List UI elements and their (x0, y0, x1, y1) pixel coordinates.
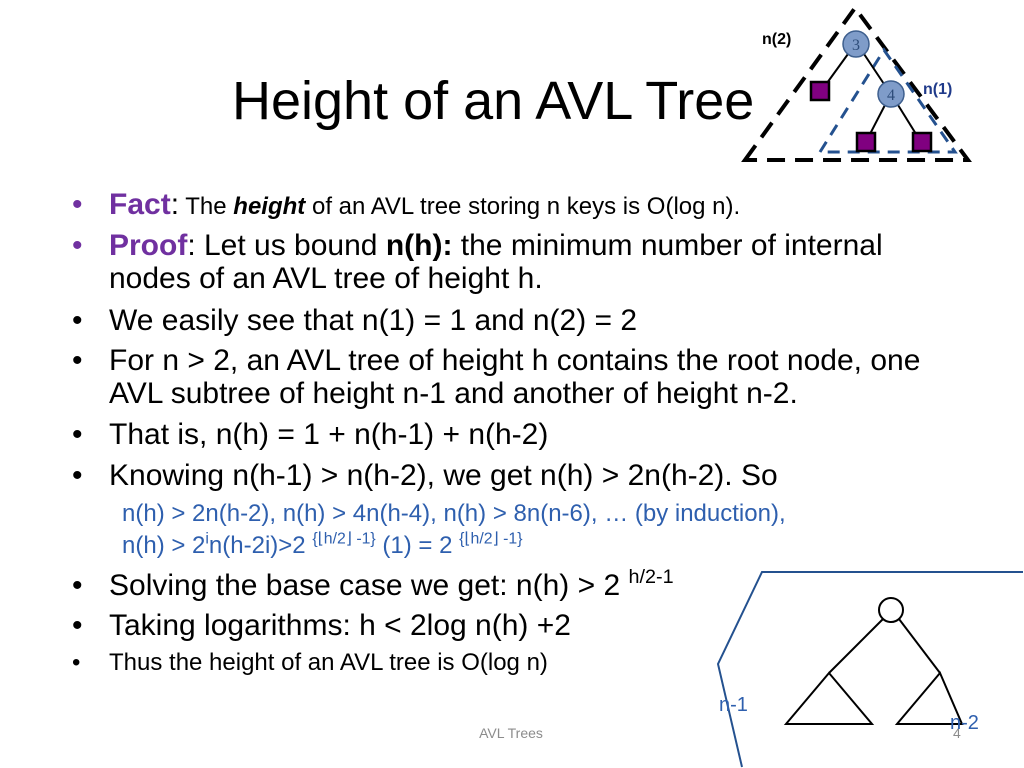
child-node-circle (877, 80, 905, 108)
fact-text-post: of an AVL tree storing n keys is O(log n… (305, 193, 741, 220)
left-subtree-label: n-1 (719, 694, 748, 716)
logarithms-text: Taking logarithms: h < 2log n(h) +2 (109, 609, 571, 642)
left-subtree-triangle (783, 671, 875, 725)
leaf-square-right (911, 131, 933, 153)
recursion-description-text: For n > 2, an AVL tree of height h conta… (109, 344, 921, 410)
fact-text-emphasis: height (233, 193, 306, 220)
edge-child-to-right-leaf (897, 104, 917, 135)
induction-line-1: n(h) > 2n(h-2), n(h) > 4n(h-4), n(h) > 8… (122, 500, 786, 528)
proof-label: Proof (109, 229, 188, 262)
right-subtree-triangle (894, 671, 964, 725)
induction-superscript-3: {⌊h/2⌋ -1} (459, 530, 523, 548)
top-diagram: 3 4 n(2) n(1) (741, 4, 972, 162)
slide-footer: AVL Trees (479, 725, 543, 741)
bullet-knowing: Knowing n(h-1) > n(h-2), we get n(h) > 2… (72, 459, 952, 492)
edge-root-to-leaf (826, 53, 849, 84)
proof-text-bold: n(h): (385, 229, 453, 262)
fact-label: Fact (109, 188, 171, 221)
knowing-text: Knowing n(h-1) > n(h-2), we get n(h) > 2… (109, 459, 778, 492)
bullet-solving: Solving the base case we get: n(h) > 2 h… (72, 566, 952, 602)
recurrence-text: That is, n(h) = 1 + n(h-1) + n(h-2) (109, 418, 549, 451)
solving-superscript: h/2-1 (628, 566, 674, 589)
proof-text-post: the minimum number of internal nodes of … (109, 229, 883, 295)
induction-part-3: (1) = 2 (375, 532, 460, 559)
base-values-text: We easily see that n(1) = 1 and n(2) = 2 (109, 304, 638, 337)
leaf-square-left (809, 80, 831, 102)
page-number: 4 (953, 725, 961, 741)
root-node-label: 3 (852, 37, 860, 54)
solving-text: Solving the base case we get: n(h) > 2 (109, 569, 629, 602)
induction-superscript-2: {⌊h/2⌋ -1} (312, 530, 376, 548)
bullet-logarithms: Taking logarithms: h < 2log n(h) +2 (72, 609, 952, 642)
bullet-recursion-description: For n > 2, an AVL tree of height h conta… (72, 344, 952, 410)
induction-part-2: n(h-2i)>2 (208, 532, 313, 559)
leaf-square-middle (855, 131, 877, 153)
induction-superscript-1: i (205, 530, 209, 548)
inner-dashed-triangle (817, 47, 958, 154)
fact-colon: : (170, 188, 180, 221)
bullet-fact: Fact: The height of an AVL tree storing … (72, 188, 952, 223)
induction-line-2: n(h) > 2in(h-2i)>2 {⌊h/2⌋ -1} (1) = 2 {⌊… (122, 530, 523, 560)
inner-triangle-label: n(1) (923, 81, 952, 98)
slide-title: Height of an AVL Tree (232, 71, 755, 131)
bullet-proof: Proof: Let us bound n(h): the minimum nu… (72, 229, 952, 295)
root-node-circle (842, 30, 870, 58)
bullet-recurrence: That is, n(h) = 1 + n(h-1) + n(h-2) (72, 418, 952, 451)
outer-dashed-triangle (741, 4, 972, 162)
conclusion-text: Thus the height of an AVL tree is O(log … (109, 649, 548, 676)
proof-text-pre: : Let us bound (187, 229, 386, 262)
induction-line-1-text: n(h) > 2n(h-2), n(h) > 4n(h-4), n(h) > 8… (122, 500, 786, 527)
fact-text-pre: The (179, 193, 234, 220)
induction-part-1: n(h) > 2 (122, 532, 206, 559)
child-node-label: 4 (887, 87, 895, 104)
outer-triangle-label: n(2) (762, 31, 791, 48)
bullet-conclusion: Thus the height of an AVL tree is O(log … (72, 649, 952, 677)
edge-child-to-left-leaf (869, 104, 886, 135)
edge-root-to-child (863, 53, 885, 85)
bullet-base-values: We easily see that n(1) = 1 and n(2) = 2 (72, 304, 952, 337)
